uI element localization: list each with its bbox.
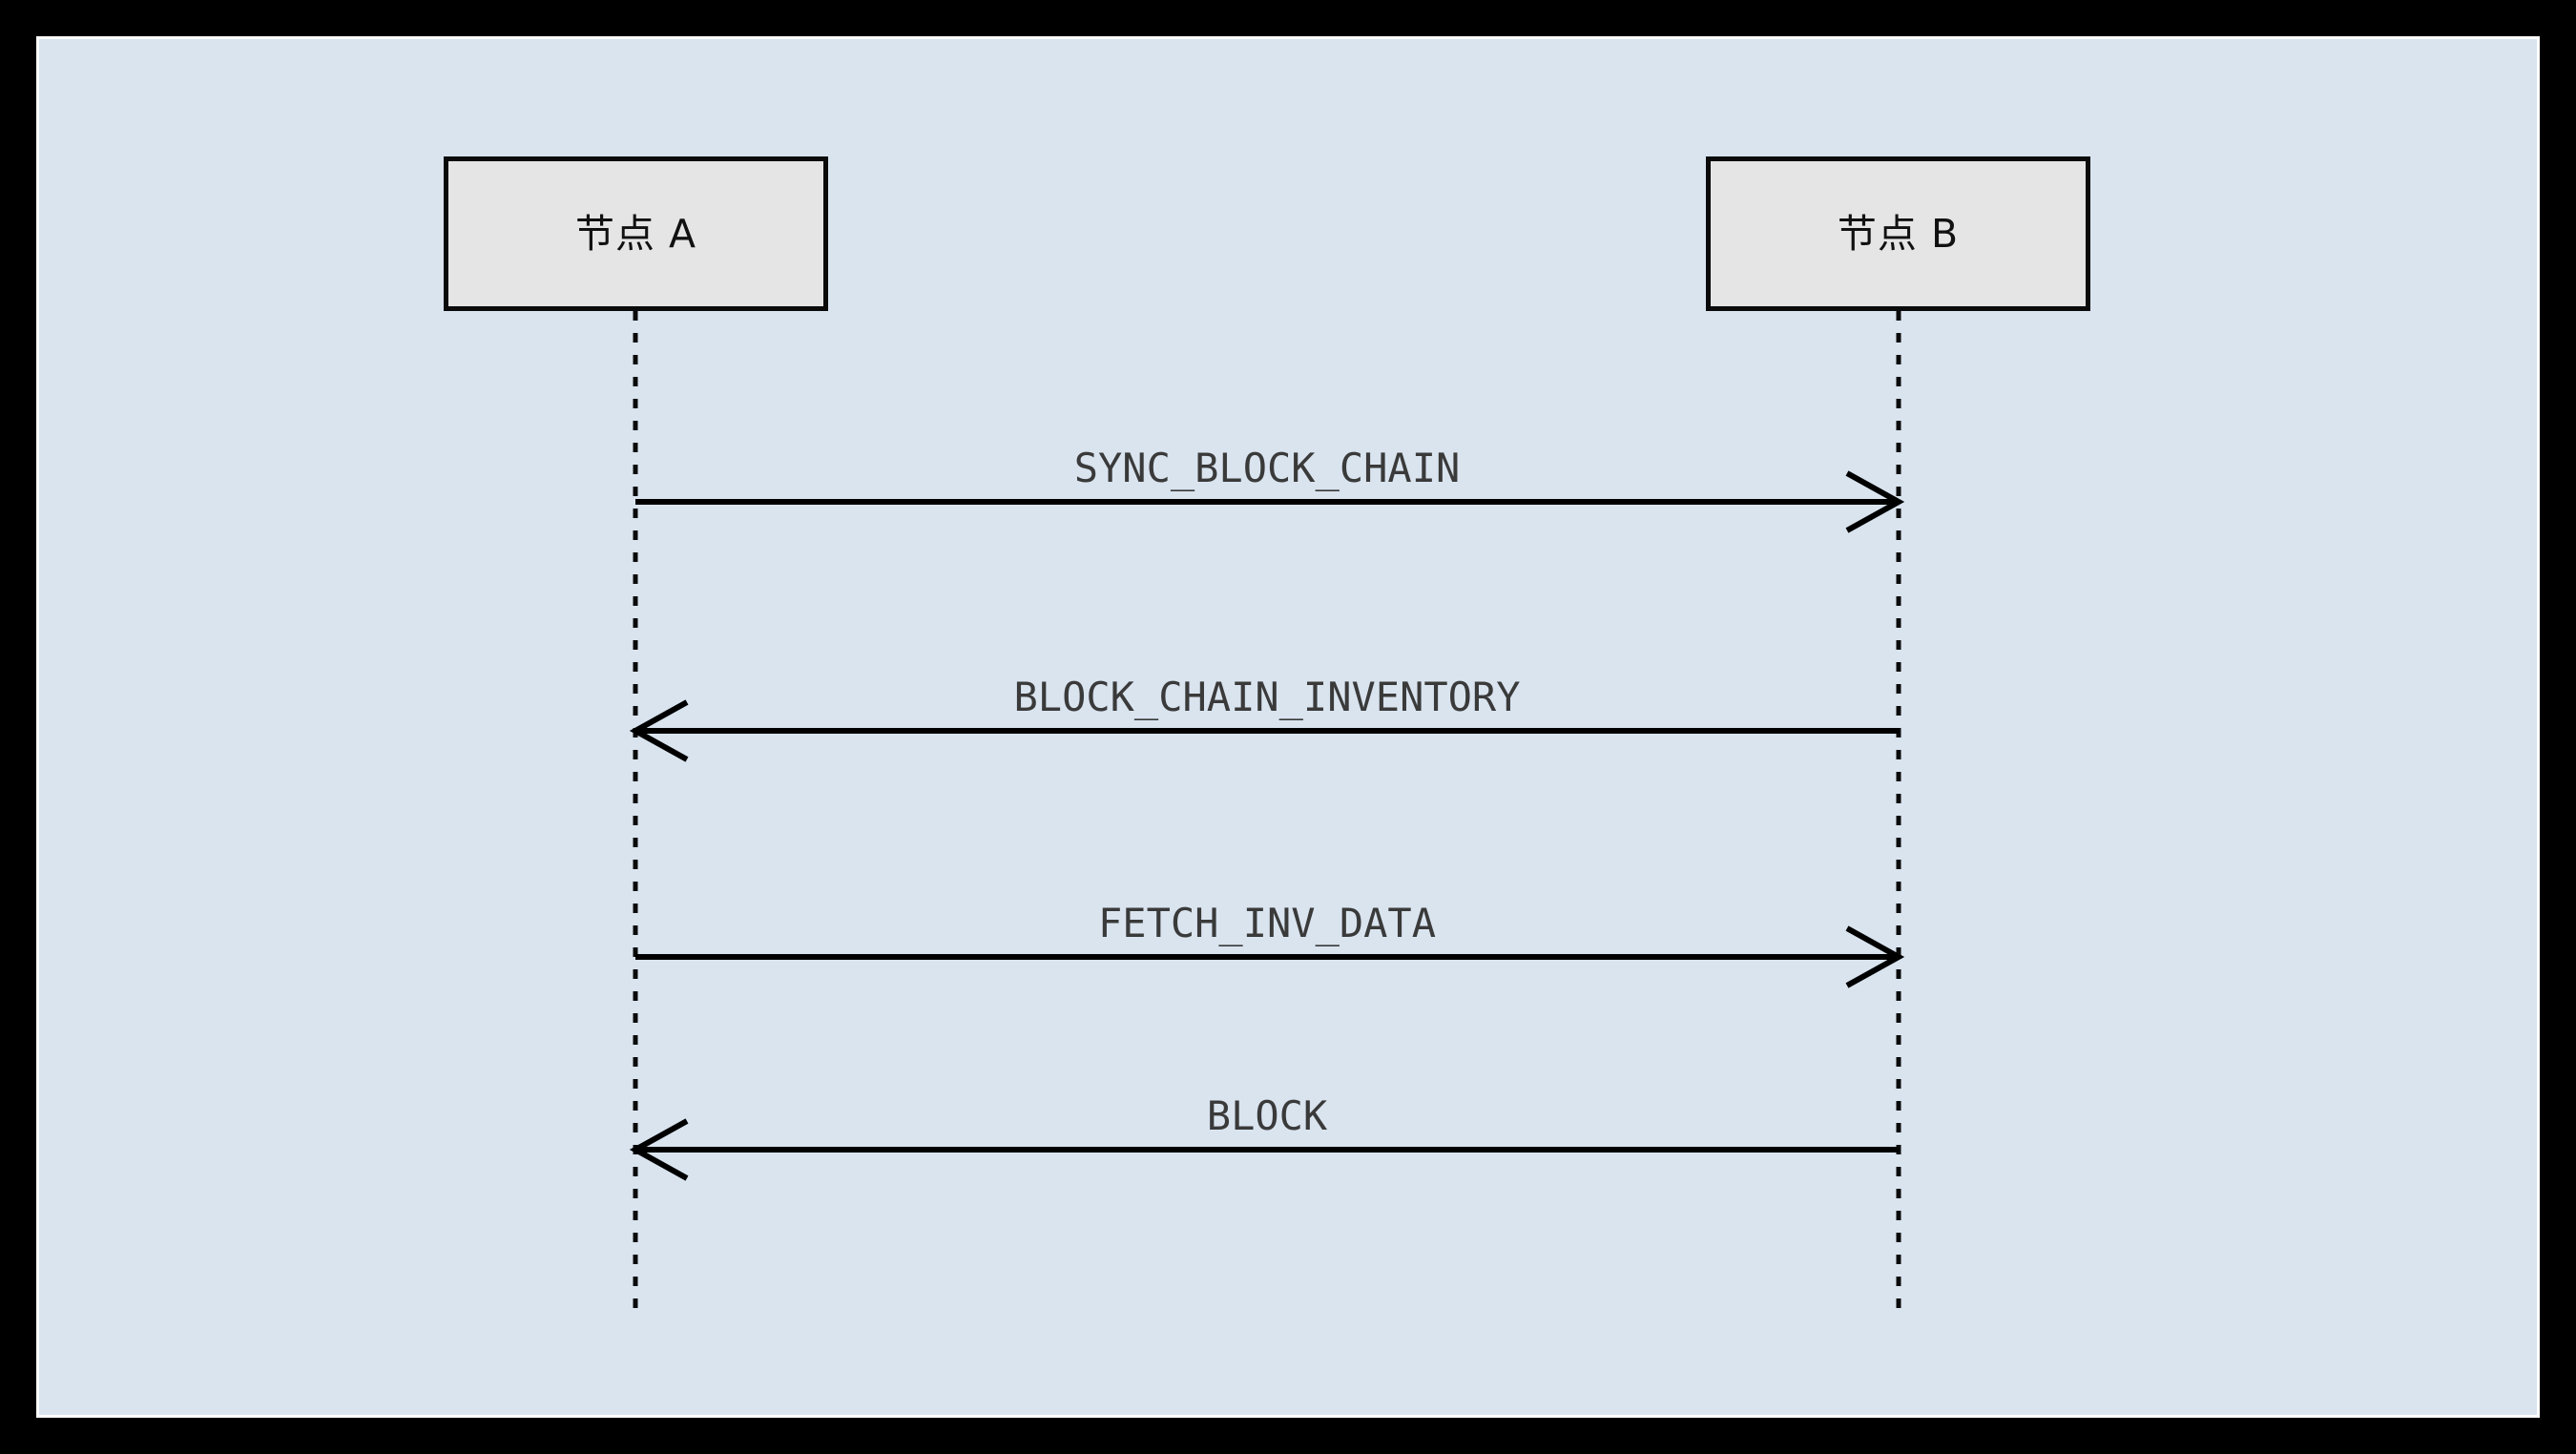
arrowhead-left-4 [629, 1118, 689, 1181]
message-arrow-4[interactable] [629, 1118, 1899, 1181]
message-label-block-chain-inventory: BLOCK_CHAIN_INVENTORY [1013, 674, 1521, 720]
message-label-sync-block-chain: SYNC_BLOCK_CHAIN [1073, 445, 1461, 491]
participant-box-b[interactable]: 节点 B [1706, 156, 2090, 311]
participant-box-a[interactable]: 节点 A [444, 156, 828, 311]
participant-label-a: 节点 A [574, 210, 697, 257]
message-label-block: BLOCK [1206, 1092, 1328, 1139]
message-arrow-3[interactable] [635, 925, 1905, 988]
sequence-diagram-canvas: 节点 A 节点 B SYNC_BLOCK_CHAIN BLOCK_CHAIN_I… [36, 36, 2540, 1418]
arrowhead-left-2 [629, 699, 689, 762]
message-arrow-1[interactable] [635, 470, 1905, 533]
arrowhead-right-3 [1845, 925, 1905, 988]
arrowhead-right-1 [1845, 470, 1905, 533]
participant-label-b: 节点 B [1837, 210, 1960, 257]
diagram-vector-layer [629, 311, 1905, 1308]
message-arrow-2[interactable] [629, 699, 1899, 762]
message-label-fetch-inv-data: FETCH_INV_DATA [1097, 900, 1437, 946]
